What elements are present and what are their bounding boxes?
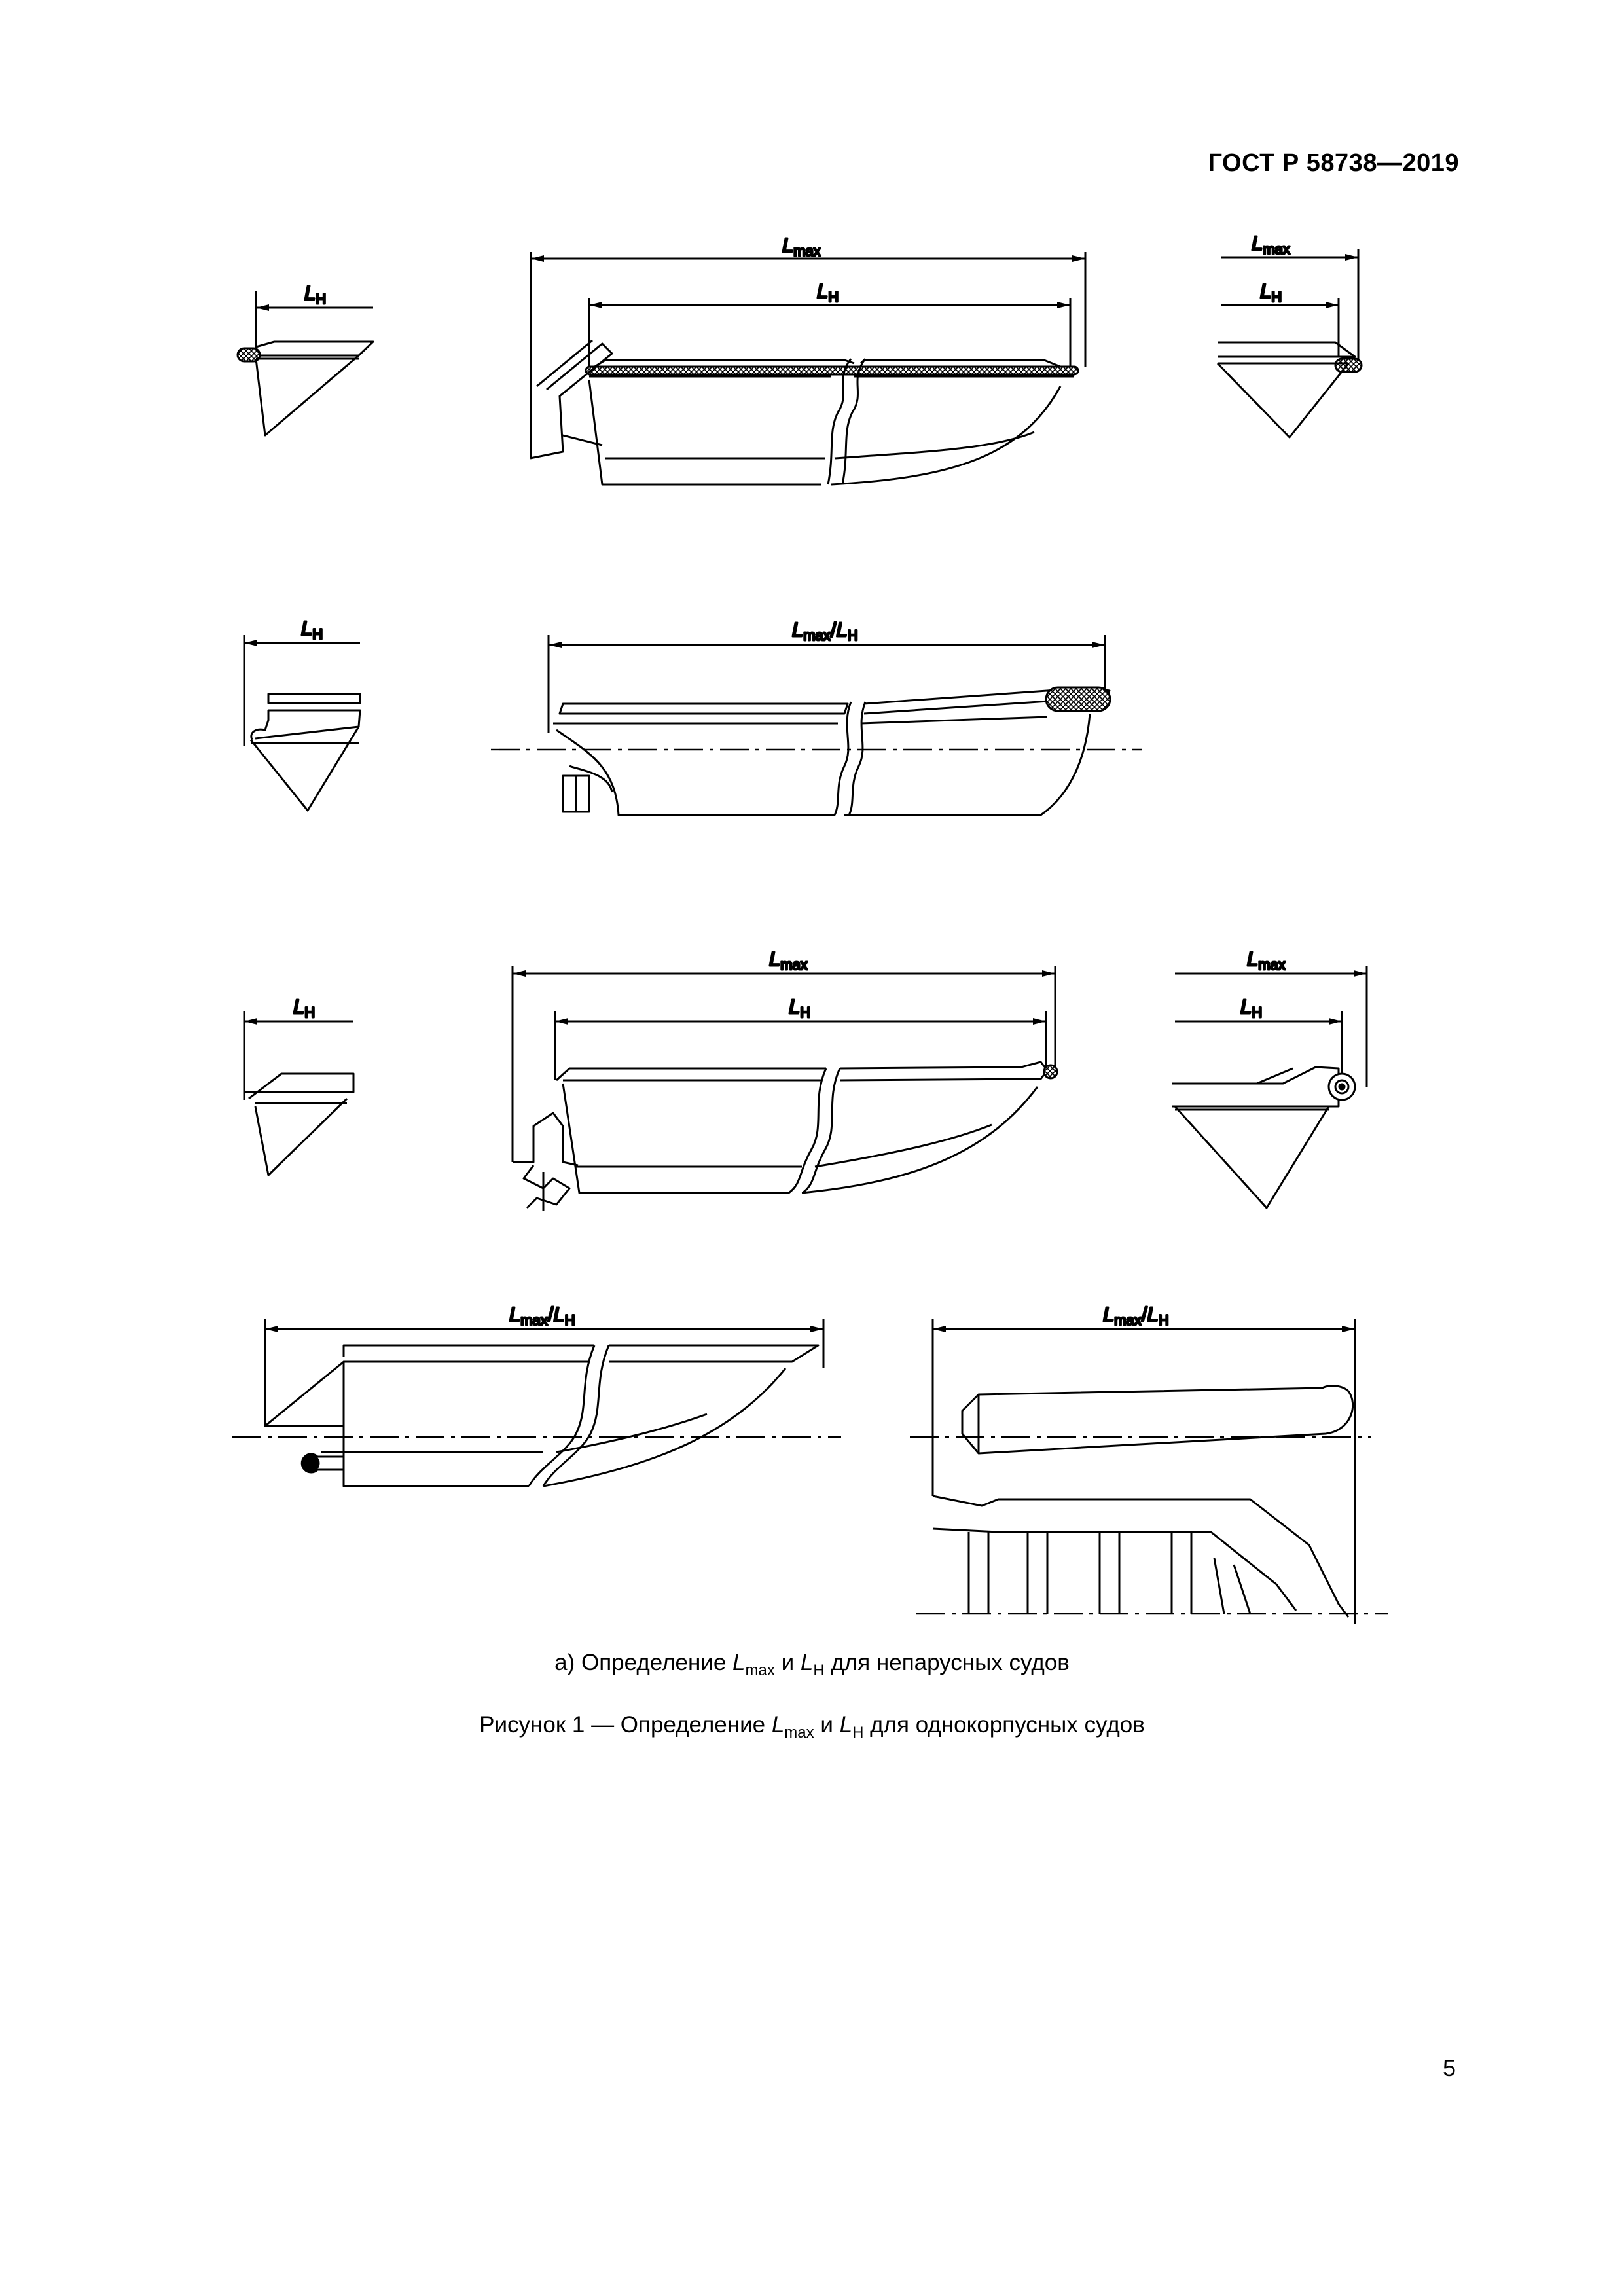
row2-left-lh-label: LH bbox=[301, 617, 323, 642]
row3-side-view-center bbox=[511, 966, 1058, 1211]
page-number: 5 bbox=[1443, 2054, 1456, 2081]
figure-caption: Рисунок 1 — Определение Lmax и LH для од… bbox=[479, 1712, 1145, 1741]
row4-right-lmax-lh-label: Lmax/LH bbox=[1103, 1303, 1169, 1328]
row3-bow-view-left bbox=[243, 1011, 355, 1176]
row1-side-view-center bbox=[530, 252, 1087, 486]
row3-bow-view-right bbox=[1172, 966, 1368, 1209]
row1-bow-view-left bbox=[236, 291, 374, 437]
row2-bow-view-left bbox=[243, 635, 361, 812]
row1-center-lh-label: LH bbox=[817, 280, 839, 305]
row1-right-lh-label: LH bbox=[1260, 280, 1282, 305]
row3-center-lh-label: LH bbox=[789, 995, 810, 1021]
row4-left-lmax-lh-label: Lmax/LH bbox=[509, 1303, 575, 1328]
row4-side-view-right bbox=[931, 1319, 1356, 1624]
row1-left-lh-label: LH bbox=[304, 282, 326, 307]
row3-right-lmax-label: Lmax bbox=[1247, 947, 1286, 973]
row2-side-view-center bbox=[547, 635, 1111, 816]
row1-right-lmax-label: Lmax bbox=[1252, 232, 1290, 257]
row3-center-lmax-label: Lmax bbox=[769, 947, 808, 973]
row3-right-lh-label: LH bbox=[1240, 995, 1262, 1021]
row2-center-lmax-lh-label: Lmax/LH bbox=[792, 618, 858, 644]
row4-side-view-left bbox=[264, 1319, 825, 1487]
subfigure-caption-a: а) Определение Lmax и LH для непарусных … bbox=[554, 1650, 1070, 1679]
document-header: ГОСТ Р 58738—2019 bbox=[1208, 149, 1459, 177]
row1-center-lmax-label: Lmax bbox=[782, 234, 821, 259]
row3-left-lh-label: LH bbox=[293, 995, 315, 1021]
row1-bow-view-right bbox=[1216, 249, 1363, 439]
